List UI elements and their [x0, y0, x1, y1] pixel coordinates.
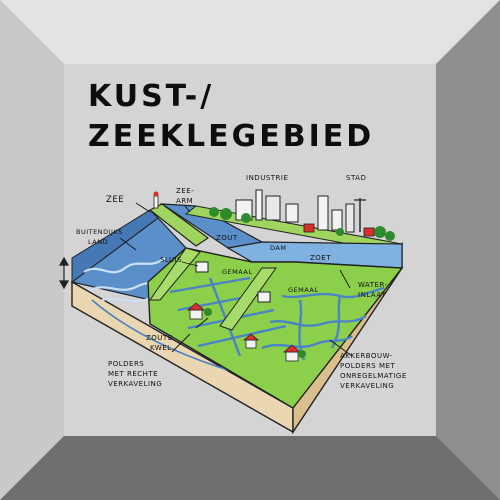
- label-waterinlaat-2: INLAAT: [358, 291, 386, 299]
- label-industrie: INDUSTRIE: [246, 174, 288, 182]
- title-line-1: KUST-/: [88, 79, 214, 114]
- label-zoet: ZOET: [310, 254, 331, 262]
- frame-top-bevel: [0, 0, 500, 64]
- title-line-2: ZEEKLEGEBIED: [88, 119, 374, 154]
- label-buitendijks-1: BUITENDIJKS: [76, 228, 123, 236]
- label-zoute-kwel-2: KWEL: [150, 344, 172, 352]
- frame-right-bevel: [436, 0, 500, 500]
- label-zoute-kwel-1: ZOUTE: [146, 334, 173, 342]
- label-zout: ZOUT: [216, 234, 238, 242]
- farm-house-2: [282, 344, 306, 362]
- pumping-station-structure: [257, 291, 271, 303]
- city-area: [303, 195, 395, 241]
- tidal-channel-3: [101, 297, 151, 303]
- frame-bottom-bevel: [0, 436, 500, 500]
- inner-dike-1: [149, 247, 201, 301]
- label-zeearm-1: ZEE-: [176, 187, 194, 195]
- label-polders-1: POLDERS: [108, 360, 144, 368]
- label-akkerbouw-1: AKKERBOUW-: [340, 352, 393, 360]
- label-sluis: SLUIS: [160, 256, 182, 264]
- sea-far-water: [71, 209, 159, 283]
- label-stad: STAD: [346, 174, 366, 182]
- label-polders-2: MET RECHTE: [108, 370, 158, 378]
- farm-house-3: [242, 333, 260, 349]
- frame-left-bevel: [0, 0, 64, 500]
- label-gemaal-1: GEMAAL: [222, 268, 252, 276]
- label-waterinlaat-1: WATER-: [358, 281, 388, 289]
- tidal-channel-1: [83, 257, 166, 274]
- label-polders-3: VERKAVELING: [108, 380, 162, 388]
- label-akkerbouw-3: ONREGELMATIGE: [340, 372, 407, 380]
- label-zee: ZEE: [106, 195, 124, 205]
- inner-dike-2: [219, 267, 277, 331]
- lighthouse-icon: [153, 191, 159, 209]
- label-gemaal-2: GEMAAL: [288, 286, 318, 294]
- label-dam: DAM: [270, 244, 286, 252]
- label-akkerbouw-2: POLDERS MET: [340, 362, 395, 370]
- sluice-structure: [195, 261, 209, 273]
- tide-arrow-icon: [58, 256, 70, 290]
- label-buitendijks-2: LAND: [88, 238, 108, 246]
- label-akkerbouw-4: VERKAVELING: [340, 382, 394, 390]
- leader-lines: [119, 202, 353, 357]
- farm-house-1: [186, 302, 212, 320]
- industry-area: [209, 189, 299, 223]
- label-zeearm-2: ARM: [176, 197, 193, 205]
